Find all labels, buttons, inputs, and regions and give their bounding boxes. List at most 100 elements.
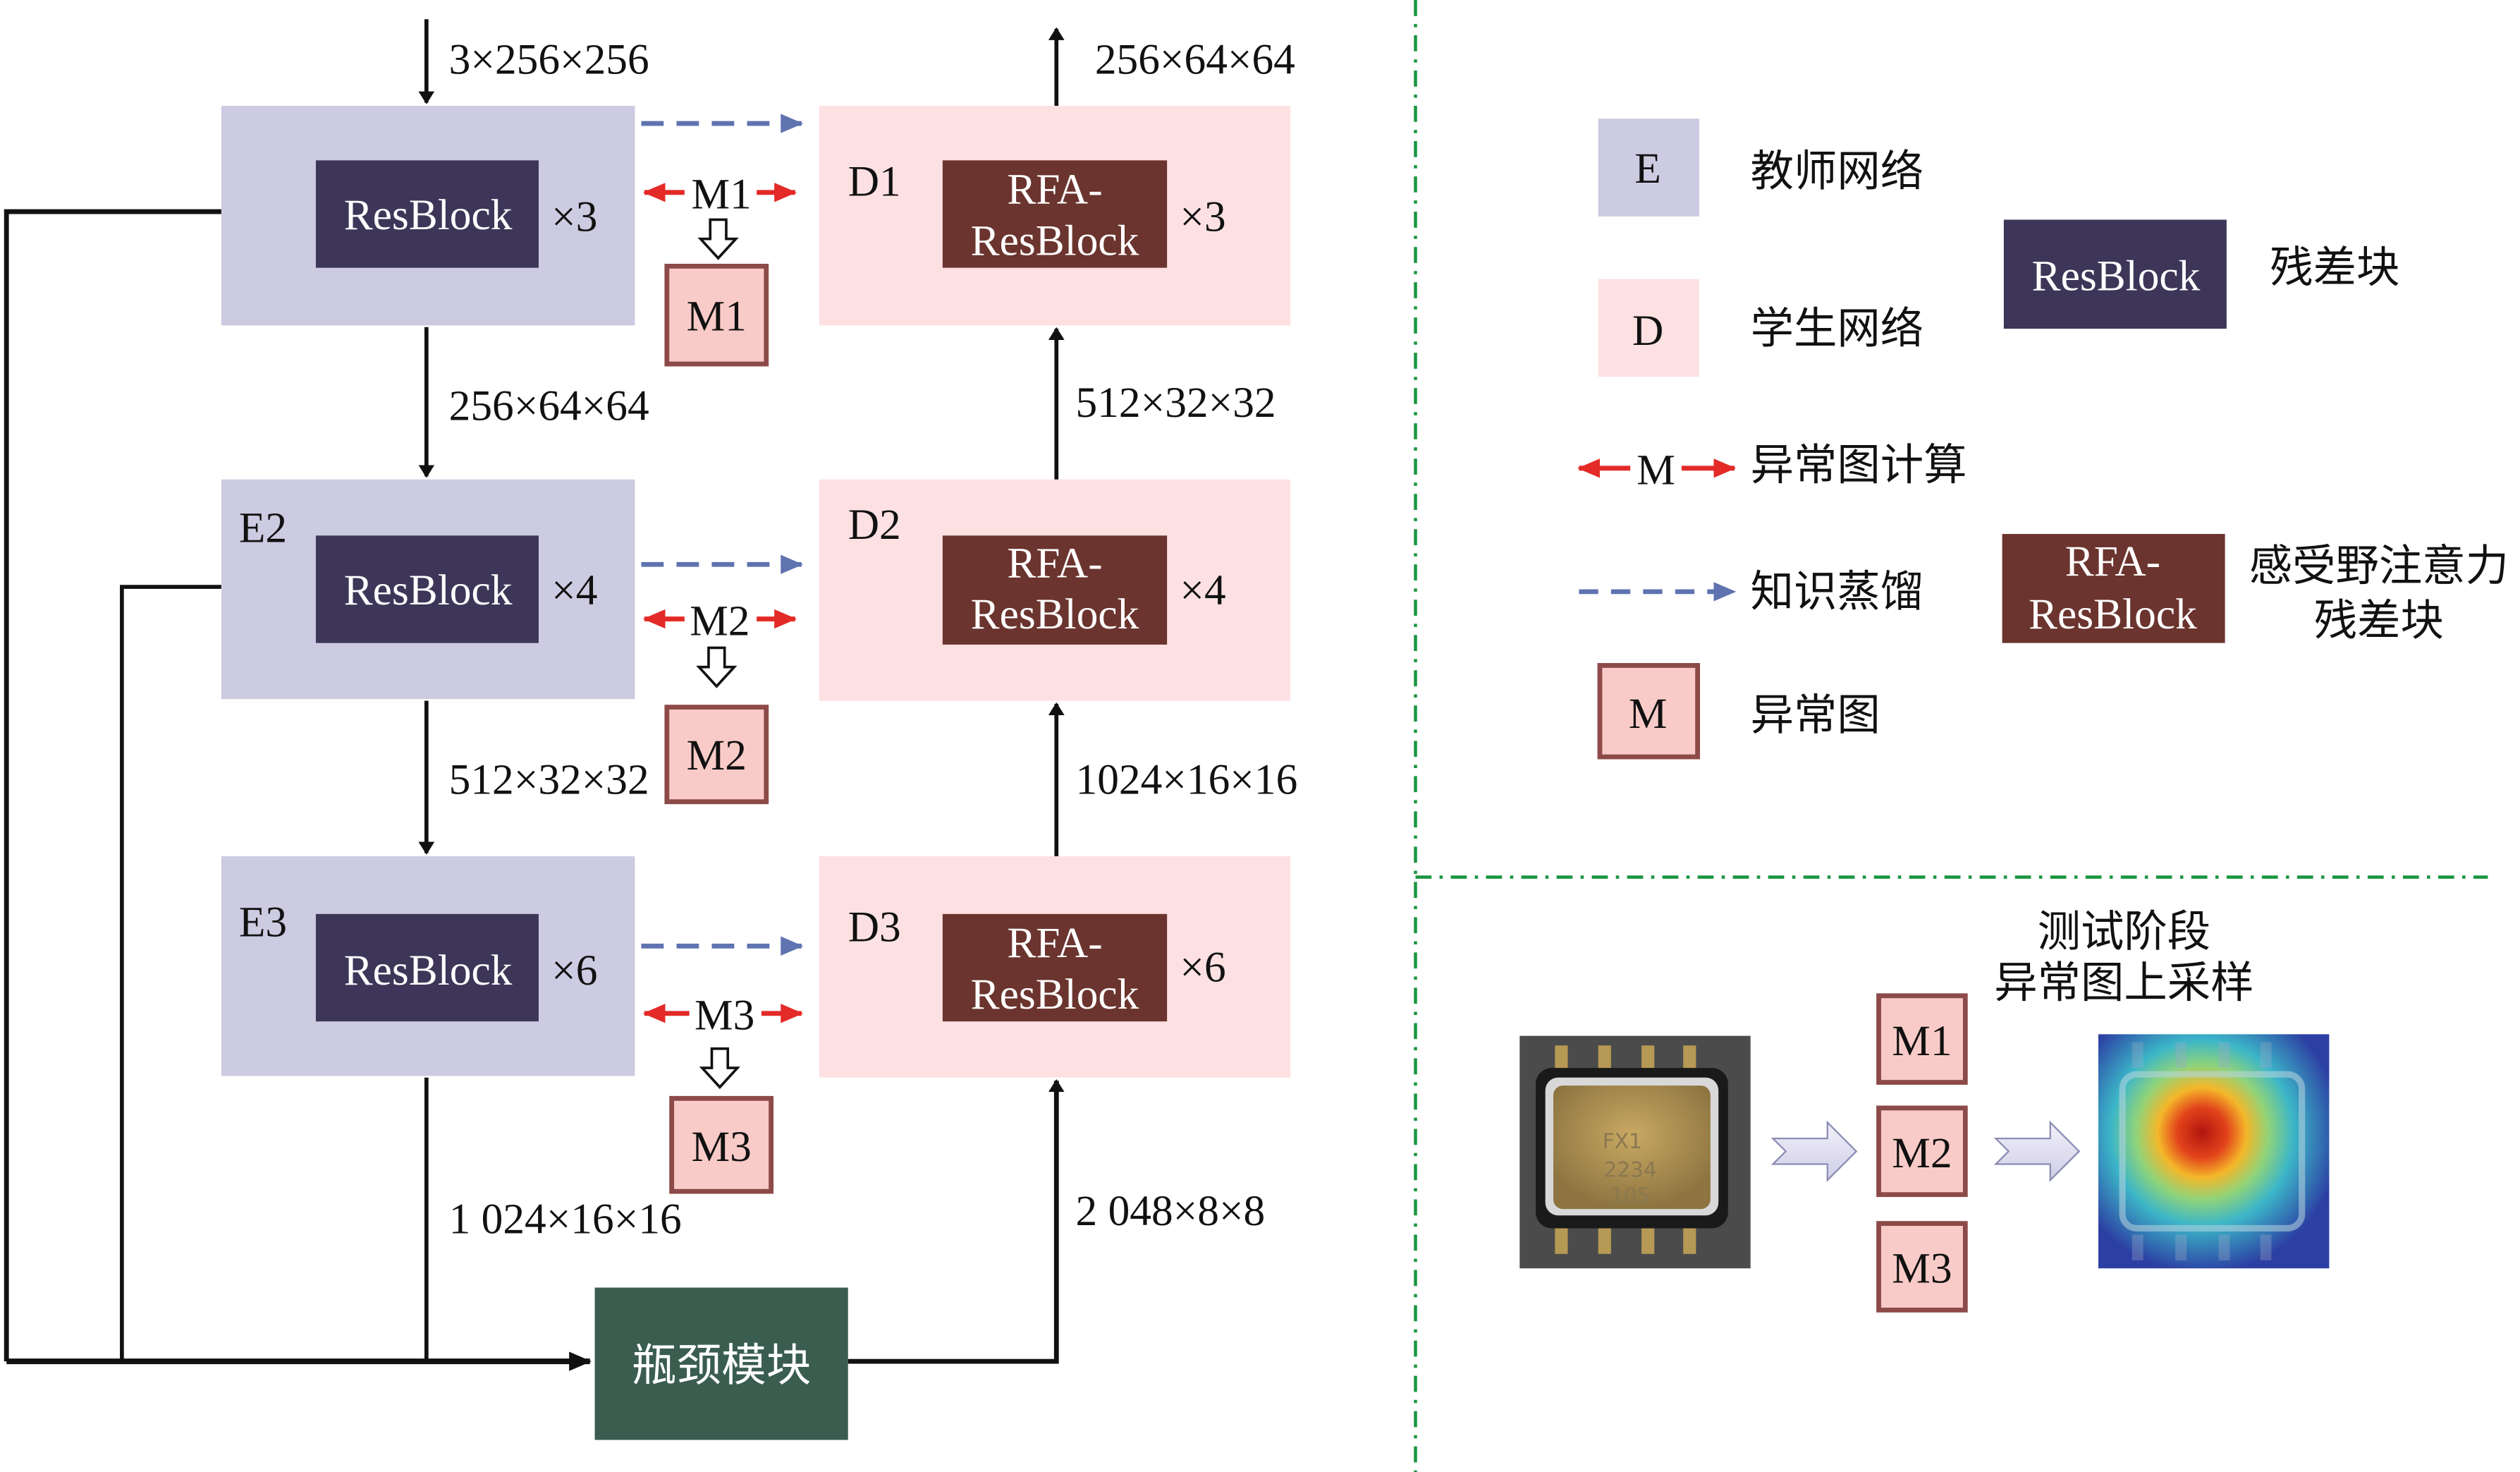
resblock-label: ResBlock — [344, 947, 513, 994]
anomaly-map-box — [669, 1095, 774, 1194]
rfa-label-line2: ResBlock — [971, 590, 1139, 638]
repeat-count: ×3 — [1180, 193, 1225, 241]
rfa-resblock — [942, 535, 1168, 645]
anomaly-map-label: M2 — [687, 731, 747, 779]
chip-marking: 105 — [1610, 1184, 1650, 1208]
map-label: M1 — [1892, 1017, 1952, 1065]
input-chip-image: FX1 2234 105 — [1519, 1035, 1751, 1269]
dim-label-e1: 256×64×64 — [449, 382, 649, 430]
skip-connections — [4, 209, 592, 1371]
encoder-label: E2 — [239, 504, 287, 552]
heatmap-output-image — [2098, 1034, 2330, 1269]
anomaly-map-label: M3 — [691, 1123, 751, 1171]
down-arrow-icon — [699, 1047, 740, 1090]
repeat-count: ×3 — [551, 193, 597, 241]
legend-key: M — [1629, 690, 1668, 738]
legend-text: 知识蒸馏 — [1751, 566, 1924, 616]
legend: E 教师网络 D 学生网络 M 异常图计算 知识蒸馏 M 异常图 ResBloc… — [1577, 118, 2509, 760]
legend-decoder: D 学生网络 — [1598, 279, 1923, 377]
chevron-arrow-icon — [1993, 1120, 2081, 1182]
decoder-block-1: D1 RFA- ResBlock ×3 — [819, 106, 1291, 326]
rfa-resblock — [942, 913, 1168, 1022]
legend-encoder: E 教师网络 — [1598, 118, 1923, 217]
dim-label-e3: 1 024×16×16 — [449, 1195, 682, 1243]
decoder-label: D1 — [848, 157, 901, 205]
legend-distill: 知识蒸馏 — [1579, 566, 1923, 616]
test-map-m2: M2 — [1876, 1105, 1968, 1198]
resblock — [315, 160, 539, 268]
legend-key-line2: ResBlock — [2029, 590, 2197, 638]
legend-key-line1: RFA- — [2065, 537, 2160, 585]
anomaly-map-label: M1 — [687, 292, 747, 340]
chevron-arrow-icon — [1770, 1120, 1858, 1182]
bottleneck-module: 瓶颈模块 — [594, 1287, 848, 1440]
test-map-m1: M1 — [1876, 993, 1968, 1085]
legend-key: ResBlock — [2032, 252, 2201, 300]
decoder-block-2: D2 RFA- ResBlock ×4 — [819, 479, 1291, 701]
dim-label-input: 3×256×256 — [449, 36, 649, 84]
resblock-label: ResBlock — [344, 191, 513, 239]
chip-marking: FX1 — [1603, 1129, 1642, 1153]
legend-rfa-resblock: RFA- ResBlock 感受野注意力 残差块 — [2002, 534, 2509, 645]
legend-anomaly-map: M 异常图 — [1597, 663, 1880, 760]
dim-label-d3: 1024×16×16 — [1076, 755, 1298, 803]
legend-text: 异常图 — [1751, 690, 1880, 740]
distill-arrows — [641, 114, 804, 956]
anomaly-calc-3: M3 M3 — [642, 992, 804, 1194]
legend-resblock: ResBlock 残差块 — [2003, 219, 2399, 329]
decoder-label: D3 — [848, 903, 901, 951]
bottleneck-label: 瓶颈模块 — [632, 1339, 812, 1392]
legend-key: E — [1634, 145, 1661, 193]
test-phase-title-line1: 测试阶段 — [2038, 906, 2211, 956]
decoder-block-3: D3 RFA- ResBlock ×6 — [819, 856, 1291, 1078]
rfa-label-line1: RFA- — [1007, 166, 1102, 214]
rfa-resblock — [942, 160, 1168, 268]
dim-label-d2: 512×32×32 — [1076, 379, 1276, 427]
chip-marking: 2234 — [1604, 1158, 1657, 1182]
decoder-flow — [848, 27, 1065, 1364]
test-map-m3: M3 — [1876, 1221, 1968, 1313]
rfa-label-line1: RFA- — [1007, 919, 1102, 967]
rfa-label-line1: RFA- — [1007, 539, 1102, 587]
rfa-label-line2: ResBlock — [971, 217, 1139, 264]
map-label: M3 — [1892, 1245, 1952, 1293]
anomaly-calc-1: M1 M1 — [642, 171, 797, 367]
legend-text: 教师网络 — [1751, 147, 1924, 197]
repeat-count: ×4 — [551, 566, 597, 614]
legend-text: 残差块 — [2270, 243, 2399, 293]
test-phase-title-line2: 异常图上采样 — [1994, 958, 2253, 1008]
anomaly-calc-2: M2 M2 — [642, 597, 797, 805]
repeat-count: ×6 — [1180, 943, 1225, 991]
dim-label-output: 256×64×64 — [1095, 36, 1295, 84]
repeat-count: ×4 — [1180, 566, 1225, 614]
encoder-block-3: E3 ResBlock ×6 — [221, 856, 635, 1076]
test-phase: 测试阶段 异常图上采样 FX1 2234 105 M1 — [1519, 906, 2330, 1313]
anomaly-map-box — [664, 705, 769, 805]
legend-key: D — [1632, 307, 1663, 355]
repeat-count: ×6 — [551, 947, 597, 994]
down-arrow-icon — [696, 646, 738, 688]
down-arrow-icon — [697, 218, 739, 260]
anomaly-calc-label: M2 — [690, 597, 750, 645]
resblock — [315, 913, 539, 1022]
encoder-block-2: E2 ResBlock ×4 — [221, 479, 635, 700]
legend-text-line1: 感受野注意力 — [2249, 541, 2509, 591]
encoder-label: E3 — [239, 899, 287, 947]
anomaly-calc-label: M1 — [691, 171, 751, 219]
resblock — [315, 535, 539, 643]
dim-label-bottleneck: 2 048×8×8 — [1076, 1187, 1266, 1235]
resblock-label: ResBlock — [344, 566, 513, 614]
legend-text: 异常图计算 — [1751, 440, 1967, 490]
encoder-block-1: ResBlock ×3 — [221, 106, 635, 326]
anomaly-calc-label: M3 — [695, 992, 754, 1040]
legend-text: 学生网络 — [1751, 304, 1924, 354]
decoder-label: D2 — [848, 501, 901, 549]
anomaly-map-box — [664, 263, 769, 367]
dim-label-e2: 512×32×32 — [449, 755, 649, 803]
legend-text-line2: 残差块 — [2314, 595, 2444, 645]
legend-key: M — [1637, 446, 1675, 494]
rfa-label-line2: ResBlock — [971, 971, 1139, 1018]
map-label: M2 — [1892, 1129, 1952, 1177]
legend-anomaly-calc: M 异常图计算 — [1577, 440, 1967, 494]
